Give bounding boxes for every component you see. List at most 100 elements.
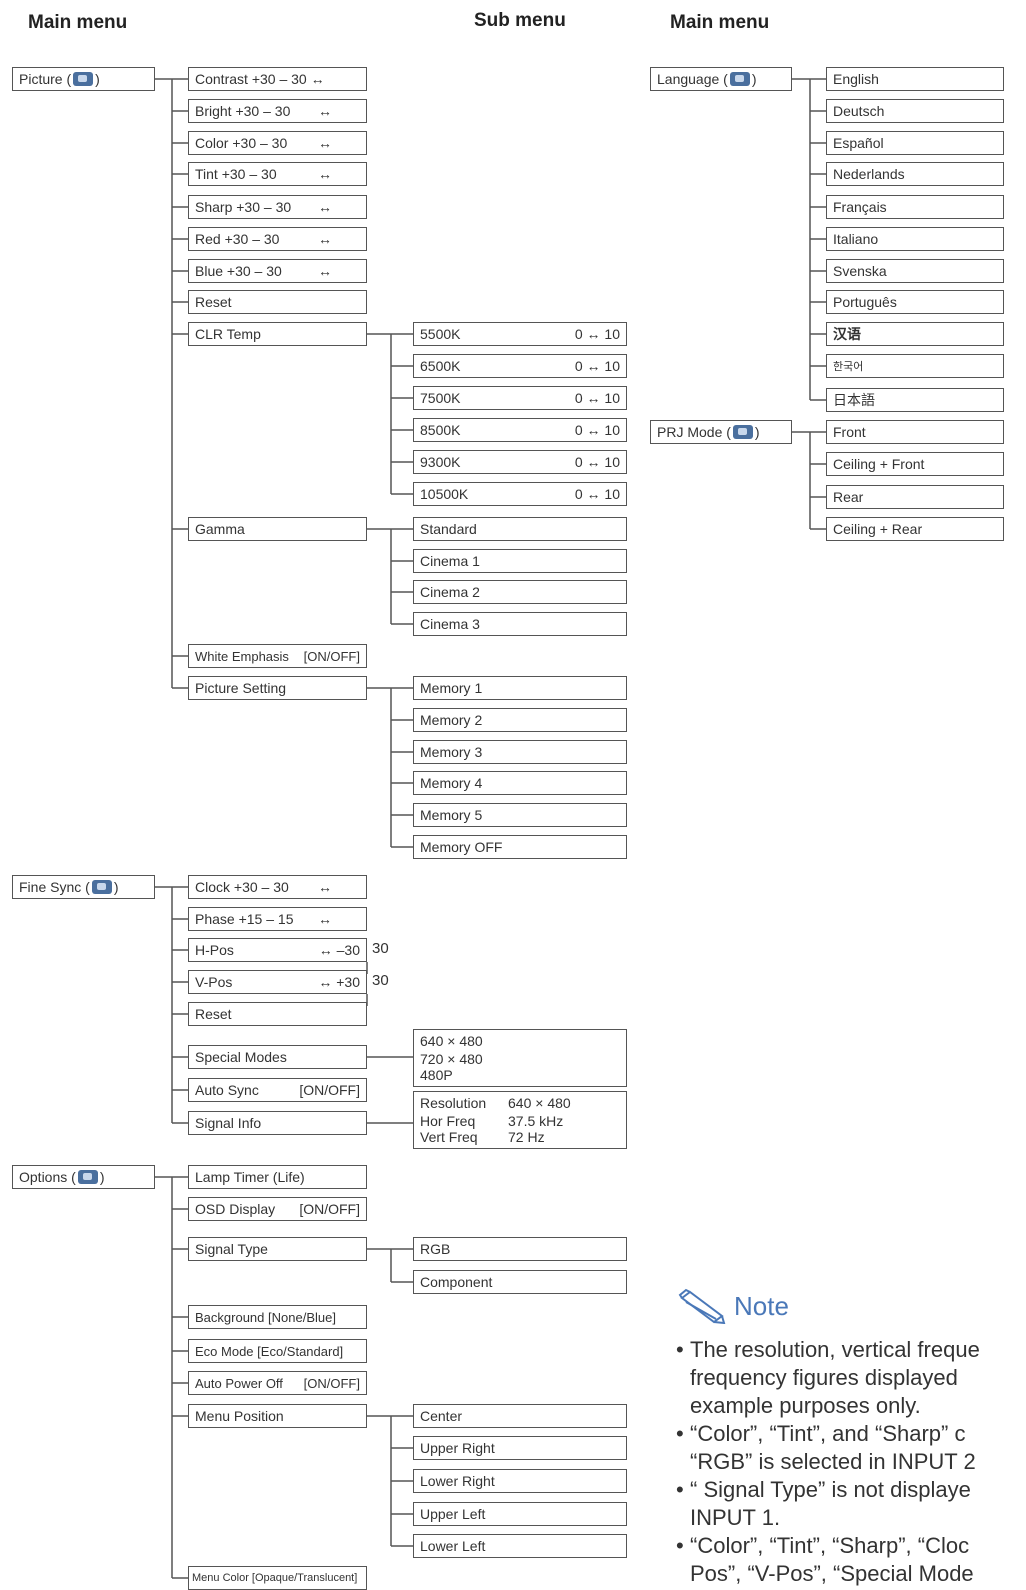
language-menu-label: Language ( — [657, 71, 728, 87]
picture-item-contrast[interactable]: Contrast +30 – 30 ↔ — [188, 67, 367, 91]
main-menu-header-right: Main menu — [670, 12, 770, 33]
fine-sync-item-phase[interactable]: Phase +15 – 15↔ — [188, 907, 367, 931]
gamma-option[interactable]: Cinema 2 — [413, 580, 627, 604]
language-option[interactable]: 汉语 — [826, 322, 1004, 346]
note-line: “RGB” is selected in INPUT 2 — [690, 1449, 976, 1474]
prj-mode-option[interactable]: Rear — [826, 485, 1004, 509]
picture-setting-option[interactable]: Memory 3 — [413, 740, 627, 764]
fine-sync-item-auto-sync[interactable]: Auto Sync[ON/OFF] — [188, 1078, 367, 1102]
note-title: Note — [734, 1290, 789, 1321]
special-mode-option[interactable]: 480P — [420, 1067, 453, 1083]
options-item-lamp-timer[interactable]: Lamp Timer (Life) — [188, 1165, 367, 1189]
options-menu[interactable]: Options () — [12, 1165, 155, 1189]
gamma-option[interactable]: Cinema 1 — [413, 549, 627, 573]
fine-sync-item-h-pos[interactable]: H-Pos↔ –30 — [188, 938, 367, 962]
picture-setting-option[interactable]: Memory 1 — [413, 676, 627, 700]
options-item-eco-mode[interactable]: Eco Mode [Eco/Standard] — [188, 1339, 367, 1363]
menu-position-option[interactable]: Center — [413, 1404, 627, 1428]
picture-item-color[interactable]: Color +30 – 30↔ — [188, 131, 367, 155]
language-menu[interactable]: Language () — [650, 67, 792, 91]
menu-position-option[interactable]: Upper Left — [413, 1502, 627, 1526]
special-mode-option[interactable]: 640 × 480 — [420, 1033, 483, 1049]
prj-mode-option[interactable]: Ceiling + Rear — [826, 517, 1004, 541]
note-section: Note The resolution, vertical freque fre… — [660, 1280, 1026, 1590]
note-line: The resolution, vertical freque — [676, 1336, 1026, 1364]
gamma-option[interactable]: Cinema 3 — [413, 612, 627, 636]
h-pos-range-end: 30 — [372, 940, 389, 957]
left-right-arrow-icon: ↔ — [318, 911, 332, 927]
note-line: INPUT 1. — [690, 1505, 781, 1530]
picture-setting-option[interactable]: Memory 5 — [413, 803, 627, 827]
picture-item-red[interactable]: Red +30 – 30↔ — [188, 227, 367, 251]
prj-mode-icon — [732, 425, 753, 439]
language-option[interactable]: Nederlands — [826, 162, 1004, 186]
main-menu-header-left: Main menu — [28, 12, 128, 33]
picture-menu[interactable]: Picture () — [12, 67, 155, 91]
menu-position-option[interactable]: Lower Right — [413, 1469, 627, 1493]
options-item-menu-position[interactable]: Menu Position — [188, 1404, 367, 1428]
fine-sync-item-reset[interactable]: Reset — [188, 1002, 367, 1026]
options-item-osd-display[interactable]: OSD Display[ON/OFF] — [188, 1197, 367, 1221]
language-option[interactable]: Deutsch — [826, 99, 1004, 123]
picture-item-white-emphasis[interactable]: White Emphasis[ON/OFF] — [188, 644, 367, 668]
language-option[interactable]: English — [826, 67, 1004, 91]
picture-item-clr-temp[interactable]: CLR Temp — [188, 322, 367, 346]
prj-mode-menu[interactable]: PRJ Mode () — [650, 420, 792, 444]
language-option[interactable]: 한국어 — [826, 354, 1004, 378]
sub-menu-header: Sub menu — [474, 10, 566, 31]
options-item-auto-power-off[interactable]: Auto Power Off[ON/OFF] — [188, 1371, 367, 1395]
picture-item-gamma[interactable]: Gamma — [188, 517, 367, 541]
fine-sync-menu-label: Fine Sync ( — [19, 879, 90, 895]
language-option[interactable]: Français — [826, 195, 1004, 219]
left-right-arrow-icon: ↔ — [318, 199, 332, 215]
picture-item-blue[interactable]: Blue +30 – 30↔ — [188, 259, 367, 283]
gamma-option[interactable]: Standard — [413, 517, 627, 541]
language-option[interactable]: Português — [826, 290, 1004, 314]
language-option[interactable]: Svenska — [826, 259, 1004, 283]
picture-setting-option[interactable]: Memory OFF — [413, 835, 627, 859]
picture-setting-option[interactable]: Memory 2 — [413, 708, 627, 732]
left-right-arrow-icon: ↔ — [318, 166, 332, 182]
note-line: Pos”, “V-Pos”, “Special Mode — [690, 1561, 974, 1586]
special-mode-option[interactable]: 720 × 480 — [420, 1051, 483, 1067]
note-line: “Color”, “Tint”, and “Sharp” c — [676, 1420, 1026, 1448]
left-right-arrow-icon: ↔ — [318, 231, 332, 247]
signal-type-option[interactable]: Component — [413, 1270, 627, 1294]
left-right-arrow-icon: ↔ — [318, 135, 332, 151]
language-option[interactable]: 日本語 — [826, 388, 1004, 412]
fine-sync-item-v-pos[interactable]: V-Pos↔ +30 — [188, 970, 367, 994]
note-line: example purposes only. — [690, 1393, 921, 1418]
fine-sync-item-clock[interactable]: Clock +30 – 30↔ — [188, 875, 367, 899]
fine-sync-item-signal-info[interactable]: Signal Info — [188, 1111, 367, 1135]
picture-item-sharp[interactable]: Sharp +30 – 30↔ — [188, 195, 367, 219]
v-pos-range-end: 30 — [372, 972, 389, 989]
fine-sync-menu[interactable]: Fine Sync () — [12, 875, 155, 899]
picture-item-reset[interactable]: Reset — [188, 290, 367, 314]
menu-position-option[interactable]: Lower Left — [413, 1534, 627, 1558]
signal-type-option[interactable]: RGB — [413, 1237, 627, 1261]
language-option[interactable]: Italiano — [826, 227, 1004, 251]
prj-mode-option[interactable]: Ceiling + Front — [826, 452, 1004, 476]
picture-item-bright[interactable]: Bright +30 – 30↔ — [188, 99, 367, 123]
options-icon — [77, 1170, 98, 1184]
picture-setting-option[interactable]: Memory 4 — [413, 771, 627, 795]
left-right-arrow-icon: ↔ — [318, 263, 332, 279]
menu-position-option[interactable]: Upper Right — [413, 1436, 627, 1460]
picture-item-tint[interactable]: Tint +30 – 30↔ — [188, 162, 367, 186]
prj-mode-menu-label: PRJ Mode ( — [657, 424, 731, 440]
options-item-menu-color[interactable]: Menu Color [Opaque/Translucent] — [188, 1566, 367, 1590]
picture-item-picture-setting[interactable]: Picture Setting — [188, 676, 367, 700]
fine-sync-item-special-modes[interactable]: Special Modes — [188, 1045, 367, 1069]
special-modes-list: 640 × 480 720 × 480 480P — [413, 1029, 627, 1087]
options-item-signal-type[interactable]: Signal Type — [188, 1237, 367, 1261]
options-item-background[interactable]: Background [None/Blue] — [188, 1305, 367, 1329]
language-option[interactable]: Español — [826, 131, 1004, 155]
prj-mode-option[interactable]: Front — [826, 420, 1004, 444]
